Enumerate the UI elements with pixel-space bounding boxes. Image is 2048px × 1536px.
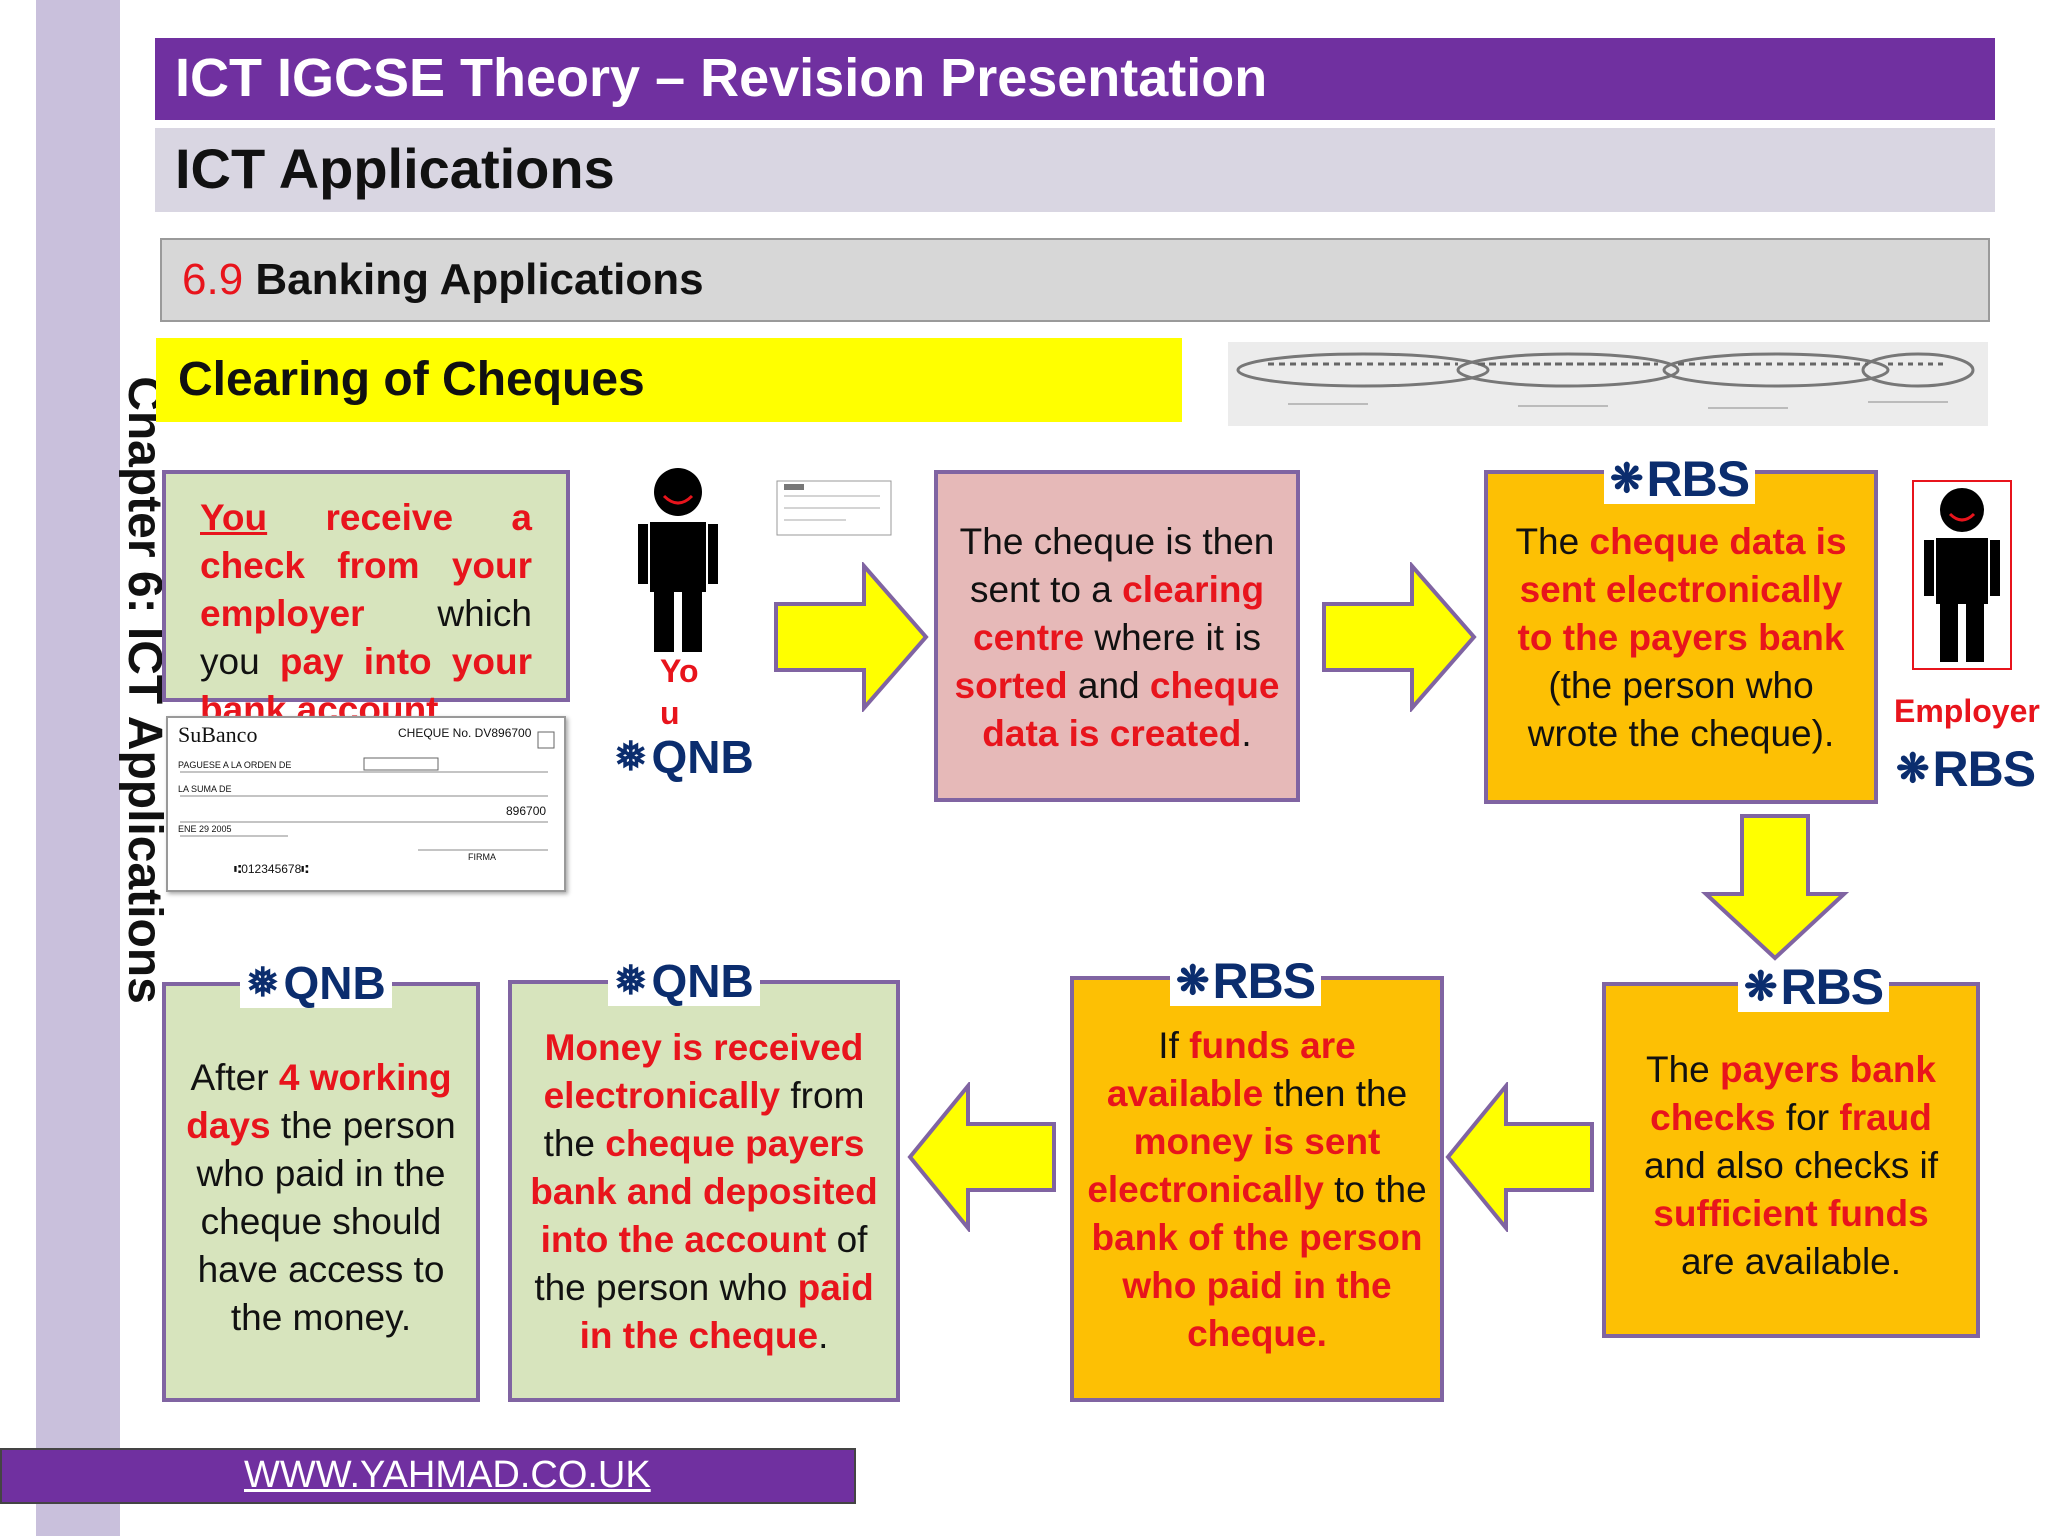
qnb-icon: ❅ <box>246 961 280 1005</box>
step5-money-sent: money is sent electronically <box>1087 1121 1381 1210</box>
cheque-lines <box>180 731 555 851</box>
step6-text-a: from the <box>543 1075 865 1164</box>
step4-fraud: fraud <box>1839 1097 1932 1138</box>
small-cheque-icon <box>776 480 892 536</box>
step-fraud-and-funds-check: The payers bank checks for fraud and als… <box>1602 982 1980 1338</box>
step6-money-received: Money is received electronically <box>543 1027 864 1116</box>
arrow-right-1 <box>774 562 929 712</box>
presentation-subtitle: ICT Applications <box>155 128 1995 212</box>
rbs-icon: ❋ <box>1896 747 1930 791</box>
rbs-icon: ❋ <box>1176 959 1210 1003</box>
step2-sorted: sorted <box>954 665 1068 706</box>
person-employer-icon <box>1924 488 2000 662</box>
step6-period: . <box>818 1315 829 1356</box>
cheque-date: ENE 29 2005 <box>178 824 232 834</box>
rbs-logo-text: RBS <box>1780 959 1885 1015</box>
rbs-logo-text: RBS <box>1212 953 1317 1009</box>
rbs-icon: ❋ <box>1744 965 1778 1009</box>
step5-bank-of-payee: bank of the person who paid in the chequ… <box>1091 1217 1423 1354</box>
step4-sufficient-funds: sufficient funds <box>1653 1193 1929 1234</box>
step2-text-c: and <box>1067 665 1150 706</box>
qnb-logo-step6: ❅QNB <box>608 956 760 1006</box>
micr-strip-image <box>1228 342 1988 426</box>
step6-text-b: of the person who <box>534 1219 868 1308</box>
step7-text-b: the person who paid in the cheque should… <box>196 1105 456 1338</box>
qnb-logo-text: QNB <box>651 731 754 783</box>
section-title-bar: 6.9 Banking Applications <box>160 238 1990 322</box>
step4-payers-bank-checks: payers bank checks <box>1650 1049 1936 1138</box>
section-number: 6.9 <box>182 255 244 304</box>
step2-clearing-centre: clearing centre <box>973 569 1265 658</box>
person-you-icon <box>638 468 718 652</box>
step-clearing-centre: The cheque is then sent to a clearing ce… <box>934 470 1300 802</box>
step3-text-a: The <box>1515 521 1590 562</box>
qnb-icon: ❅ <box>614 735 648 779</box>
rbs-logo-employer: ❋RBS <box>1890 744 2041 794</box>
step2-cheque-data-created: cheque data is created <box>982 665 1280 754</box>
qnb-logo-step7: ❅QNB <box>240 958 392 1008</box>
step1-period: . <box>438 689 449 730</box>
step5-text-b: then the <box>1263 1073 1408 1114</box>
step6-paid-in-cheque: paid in the cheque <box>579 1267 874 1356</box>
step-money-received: Money is received electronically from th… <box>508 980 900 1402</box>
step3-text-b: (the person who wrote the cheque). <box>1527 665 1835 754</box>
micr-strip-graphic <box>1228 342 1988 426</box>
step5-funds-available: funds are available <box>1106 1025 1356 1114</box>
step1-check-from-employer: check from your employer <box>200 545 532 634</box>
rbs-logo-step5: ❋RBS <box>1170 953 1322 1009</box>
step4-text-b: for <box>1775 1097 1840 1138</box>
cheque-image: SuBanco CHEQUE No. DV896700 PAGUESE A LA… <box>166 716 566 892</box>
step2-text-b: where it is <box>1084 617 1261 658</box>
website-link[interactable]: WWW.YAHMAD.CO.UK <box>244 1454 651 1496</box>
you-label: You <box>660 653 699 731</box>
cheque-signature-label: FIRMA <box>468 852 496 862</box>
rbs-logo-text: RBS <box>1932 741 2037 797</box>
section-title: Banking Applications <box>255 255 704 304</box>
chapter-sidebar <box>36 0 120 1536</box>
rbs-logo-text: RBS <box>1646 451 1751 507</box>
employer-label: Employer <box>1894 693 2040 729</box>
step-money-sent: If funds are available then the money is… <box>1070 976 1444 1402</box>
step4-text-a: The <box>1646 1049 1721 1090</box>
step-receive-cheque: You receive a check from your employer w… <box>162 470 570 730</box>
step1-you: You <box>200 497 268 538</box>
step5-text-a: If <box>1158 1025 1190 1066</box>
chapter-label: Chapter 6: ICT Applications <box>118 376 171 1004</box>
slide-heading: Clearing of Cheques <box>156 338 1182 422</box>
rbs-icon: ❋ <box>1610 457 1644 501</box>
step3-data-sent: cheque data is sent electronically to th… <box>1517 521 1847 658</box>
step5-text-c: to the <box>1323 1169 1427 1210</box>
step7-working-days: 4 working days <box>186 1057 452 1146</box>
employer-frame <box>1912 480 2012 670</box>
footer-bar <box>0 1448 856 1504</box>
cheque-amount-words-label: LA SUMA DE <box>178 784 232 794</box>
presentation-title: ICT IGCSE Theory – Revision Presentation <box>155 38 1995 120</box>
qnb-logo-text: QNB <box>651 955 754 1007</box>
rbs-logo-step3: ❋RBS <box>1604 451 1756 507</box>
step-data-sent-to-payers-bank: The cheque data is sent electronically t… <box>1484 470 1878 804</box>
cheque-bank-name: SuBanco <box>178 722 258 747</box>
step7-text-a: After <box>190 1057 279 1098</box>
cheque-amount: 896700 <box>506 804 547 818</box>
step-access-money: After 4 working days the person who paid… <box>162 982 480 1402</box>
step6-deposited: cheque payers bank and deposited into th… <box>530 1123 878 1260</box>
arrow-right-2 <box>1322 562 1477 712</box>
step4-text-d: are available. <box>1680 1241 1902 1282</box>
arrow-left-1 <box>1445 1082 1594 1232</box>
qnb-logo-text: QNB <box>283 957 386 1009</box>
rbs-logo-step4: ❋RBS <box>1738 959 1890 1015</box>
arrow-down <box>1700 814 1850 961</box>
step4-text-c: and also checks if <box>1643 1145 1939 1186</box>
step2-text-a: The cheque is then sent to a <box>959 521 1275 610</box>
cheque-number: CHEQUE No. DV896700 <box>398 726 532 740</box>
qnb-icon: ❅ <box>614 959 648 1003</box>
arrow-left-2 <box>907 1082 1056 1232</box>
step1-text-b: which you <box>200 593 532 682</box>
cheque-micr-line: ⑆012345678⑆ <box>234 862 309 876</box>
step1-text-a: receive a <box>267 497 532 538</box>
cheque-pay-to-label: PAGUESE A LA ORDEN DE <box>178 760 292 770</box>
step2-period: . <box>1241 713 1252 754</box>
qnb-logo-you: ❅QNB <box>608 732 760 782</box>
